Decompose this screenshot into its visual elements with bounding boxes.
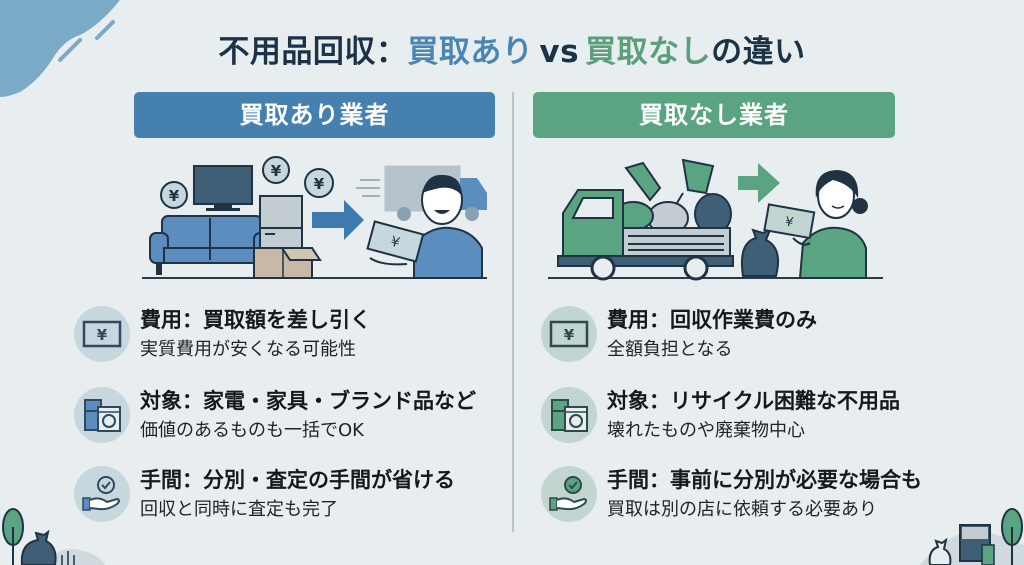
svg-text:¥: ¥ <box>314 175 325 193</box>
column-header-without-buyback: 買取なし業者 <box>533 92 895 138</box>
column-header-with-buyback: 買取あり業者 <box>134 92 495 138</box>
appliances-icon <box>541 387 597 443</box>
title-without-buyback: 買取なし <box>585 34 712 70</box>
svg-text:¥: ¥ <box>784 215 795 231</box>
appliances-icon <box>74 387 130 443</box>
title-prefix: 不用品回収： <box>218 34 408 70</box>
hand-check-icon <box>541 466 597 522</box>
column-divider <box>512 92 514 532</box>
feature-desc: 壊れたものや廃棄物中心 <box>607 420 805 441</box>
yen-bill-icon: ¥ <box>541 306 597 362</box>
no-buyback-illustration: ¥ <box>548 158 883 281</box>
svg-text:¥: ¥ <box>271 162 282 180</box>
svg-text:¥: ¥ <box>169 187 180 205</box>
yen-coin-icon <box>160 156 334 209</box>
feature-desc: 実質費用が安くなる可能性 <box>140 339 356 360</box>
svg-text:¥: ¥ <box>97 326 108 344</box>
feature-desc: 全額負担となる <box>607 339 733 360</box>
feature-desc: 回収と同時に査定も完了 <box>140 499 338 520</box>
buyback-illustration: ¥ ¥ ¥ ¥ <box>142 156 487 279</box>
svg-text:¥: ¥ <box>564 326 575 344</box>
feature-title: 手間：分別・査定の手間が省ける <box>140 468 455 492</box>
tree-and-bag-decoration-left <box>2 508 105 565</box>
feature-desc: 価値のあるものも一括でOK <box>140 420 364 441</box>
feature-title: 手間：事前に分別が必要な場合も <box>607 468 922 492</box>
tree-and-chair-decoration-right <box>920 508 1024 565</box>
feature-title: 費用：買取額を差し引く <box>140 308 371 332</box>
feature-title: 費用：回収作業費のみ <box>607 308 817 332</box>
yen-bill-icon: ¥ <box>74 306 130 362</box>
title-with-buyback: 買取あり <box>407 34 534 70</box>
feature-title: 対象：家電・家具・ブランド品など <box>140 389 476 413</box>
title-suffix: の違い <box>711 34 806 70</box>
corner-decoration <box>0 0 120 97</box>
title-vs: vs <box>539 34 580 70</box>
feature-desc: 買取は別の店に依頼する必要あり <box>607 499 877 520</box>
feature-title: 対象：リサイクル困難な不用品 <box>607 389 900 413</box>
svg-text:¥: ¥ <box>389 234 402 252</box>
hand-check-icon <box>74 466 130 522</box>
